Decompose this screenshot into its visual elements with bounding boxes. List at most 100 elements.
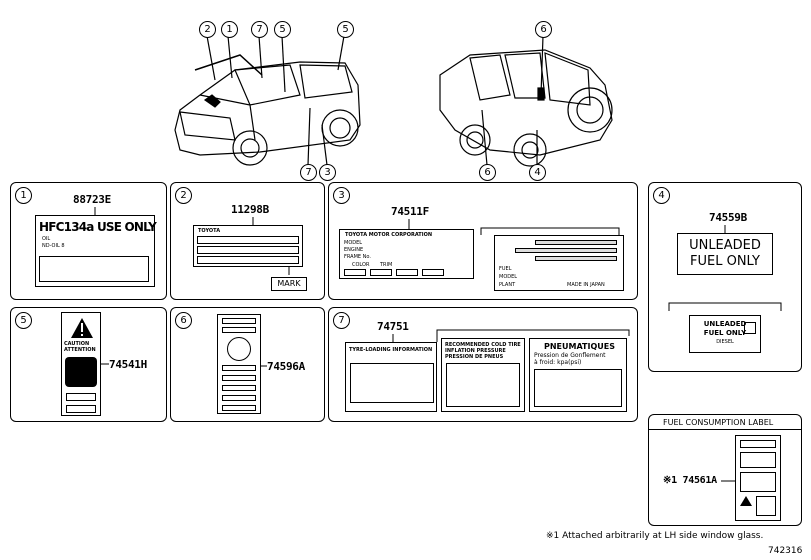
field bbox=[370, 269, 392, 276]
vehicle-front-left-illustration bbox=[174, 35, 613, 167]
label-74561a bbox=[735, 435, 781, 521]
panel-number: 4 bbox=[653, 187, 670, 204]
pression-text-1: Pression de Gonflement bbox=[534, 352, 606, 359]
leader-line bbox=[101, 363, 109, 365]
field bbox=[515, 248, 617, 253]
fuel-only-small: FUEL ONLY bbox=[703, 329, 747, 337]
field-row bbox=[197, 246, 299, 254]
label-pneumatiques: PNEUMATIQUES Pression de Gonflement à fr… bbox=[529, 338, 627, 412]
field bbox=[222, 405, 256, 411]
panel-6: 6 74596A bbox=[170, 307, 325, 422]
title-divider bbox=[649, 429, 801, 430]
fuel-consumption-title: FUEL CONSUMPTION LABEL bbox=[663, 418, 774, 427]
table bbox=[350, 363, 434, 403]
field bbox=[535, 240, 617, 245]
field bbox=[222, 395, 256, 401]
no-airbag-icon bbox=[227, 337, 251, 361]
footnote: ※1 Attached arbitrarily at LH side windo… bbox=[546, 531, 764, 541]
field bbox=[222, 375, 256, 381]
no-airbag-child-icon bbox=[65, 357, 97, 387]
oil-text: OIL bbox=[42, 236, 51, 242]
panel-7: 7 74751 TYRE-LOADING INFORMATION RECOMME… bbox=[328, 307, 638, 422]
field bbox=[222, 385, 256, 391]
label-74541h: CAUTION ATTENTION bbox=[61, 312, 101, 416]
plant-label: PLANT bbox=[499, 282, 516, 288]
label-74596a bbox=[217, 314, 261, 414]
toyota-corp-text: TOYOTA MOTOR CORPORATION bbox=[345, 232, 433, 238]
made-in-japan: MADE IN JAPAN bbox=[567, 282, 605, 288]
callout-7b: 7 bbox=[300, 164, 317, 181]
field bbox=[756, 496, 776, 516]
part-number: 74596A bbox=[267, 360, 305, 373]
panel-number: 1 bbox=[15, 187, 32, 204]
part-number: ※1 74561A bbox=[663, 475, 717, 486]
diesel-small: DIESEL bbox=[716, 339, 734, 345]
fuel-only-text: FUEL ONLY bbox=[690, 254, 760, 269]
pression-text-2: à froid: kpa(psi) bbox=[534, 359, 582, 366]
panel-number: 3 bbox=[333, 187, 350, 204]
engine-row: ENGINE bbox=[344, 247, 364, 253]
callout-1: 1 bbox=[221, 21, 238, 38]
label-11298b: TOYOTA bbox=[193, 225, 303, 267]
cold-tire-text-1: RECOMMENDED COLD TIRE bbox=[445, 342, 521, 348]
field bbox=[396, 269, 418, 276]
label-tyre-loading: TYRE-LOADING INFORMATION bbox=[345, 342, 437, 412]
caution-text: CAUTION bbox=[64, 341, 90, 347]
color-row: COLOR bbox=[352, 262, 370, 268]
panel-3: 3 74511F TOYOTA MOTOR CORPORATION MODEL … bbox=[328, 182, 638, 300]
model-label: MODEL bbox=[499, 274, 518, 280]
unleaded-small: UNLEADED bbox=[703, 320, 747, 328]
part-number: 74541H bbox=[109, 358, 147, 371]
callout-6a: 6 bbox=[535, 21, 552, 38]
panel-4: 4 74559B UNLEADED FUEL ONLY UNLEADED FUE… bbox=[648, 182, 802, 372]
frame-row: FRAME No. bbox=[344, 254, 371, 260]
panel-fuel-consumption: FUEL CONSUMPTION LABEL ※1 74561A bbox=[648, 414, 802, 526]
label-74559b: UNLEADED FUEL ONLY bbox=[677, 233, 773, 275]
diagram-code: 742316 bbox=[768, 546, 803, 556]
panel-number: 6 bbox=[175, 312, 192, 329]
toyota-brand: TOYOTA bbox=[198, 228, 221, 234]
part-number: 74559B bbox=[709, 211, 747, 224]
field bbox=[66, 393, 96, 401]
field bbox=[740, 440, 776, 448]
part-number: 88723E bbox=[73, 193, 111, 206]
label-74511f: TOYOTA MOTOR CORPORATION MODEL ENGINE FR… bbox=[339, 229, 474, 279]
callout-3: 3 bbox=[319, 164, 336, 181]
warning-triangle-icon bbox=[740, 496, 752, 506]
leader-lines bbox=[668, 225, 782, 311]
field bbox=[740, 472, 776, 492]
label-cold-tire: RECOMMENDED COLD TIRE INFLATION PRESSURE… bbox=[441, 338, 525, 412]
field bbox=[222, 365, 256, 371]
callout-6b: 6 bbox=[479, 164, 496, 181]
pneumatiques-text: PNEUMATIQUES bbox=[544, 342, 616, 351]
callout-4: 4 bbox=[529, 164, 546, 181]
mark-box: MARK bbox=[271, 277, 307, 291]
field-row bbox=[197, 236, 299, 244]
hfc134a-text: HFC134a USE ONLY bbox=[39, 220, 157, 234]
field bbox=[422, 269, 444, 276]
part-number: 74751 bbox=[377, 320, 409, 333]
label-unleaded-small: UNLEADED FUEL ONLY DIESEL bbox=[689, 315, 761, 353]
label-box bbox=[39, 256, 149, 282]
callout-5b: 5 bbox=[337, 21, 354, 38]
trim-row: TRIM bbox=[380, 262, 393, 268]
label-88723e: HFC134a USE ONLY OIL ND-OIL 8 bbox=[35, 215, 157, 287]
callout-7: 7 bbox=[251, 21, 268, 38]
nd-oil-text: ND-OIL 8 bbox=[42, 243, 65, 249]
panel-2: 2 11298B TOYOTA MARK bbox=[170, 182, 325, 300]
field bbox=[344, 269, 366, 276]
field bbox=[222, 318, 256, 324]
field bbox=[535, 256, 617, 261]
panel-5: 5 CAUTION ATTENTION 74541H bbox=[10, 307, 167, 422]
panel-1: 1 88723E HFC134a USE ONLY OIL ND-OIL 8 bbox=[10, 182, 167, 300]
leader-lines bbox=[408, 219, 620, 235]
label-74511f-rear: FUEL MODEL PLANT MADE IN JAPAN bbox=[494, 235, 624, 291]
model-row: MODEL bbox=[344, 240, 363, 246]
tyre-loading-text: TYRE-LOADING INFORMATION bbox=[349, 347, 433, 353]
unleaded-text: UNLEADED bbox=[689, 238, 761, 253]
table bbox=[446, 363, 520, 407]
callout-2: 2 bbox=[199, 21, 216, 38]
attention-text: ATTENTION bbox=[64, 347, 96, 353]
fuel-label: FUEL bbox=[499, 266, 512, 272]
warning-triangle-icon bbox=[71, 318, 93, 338]
